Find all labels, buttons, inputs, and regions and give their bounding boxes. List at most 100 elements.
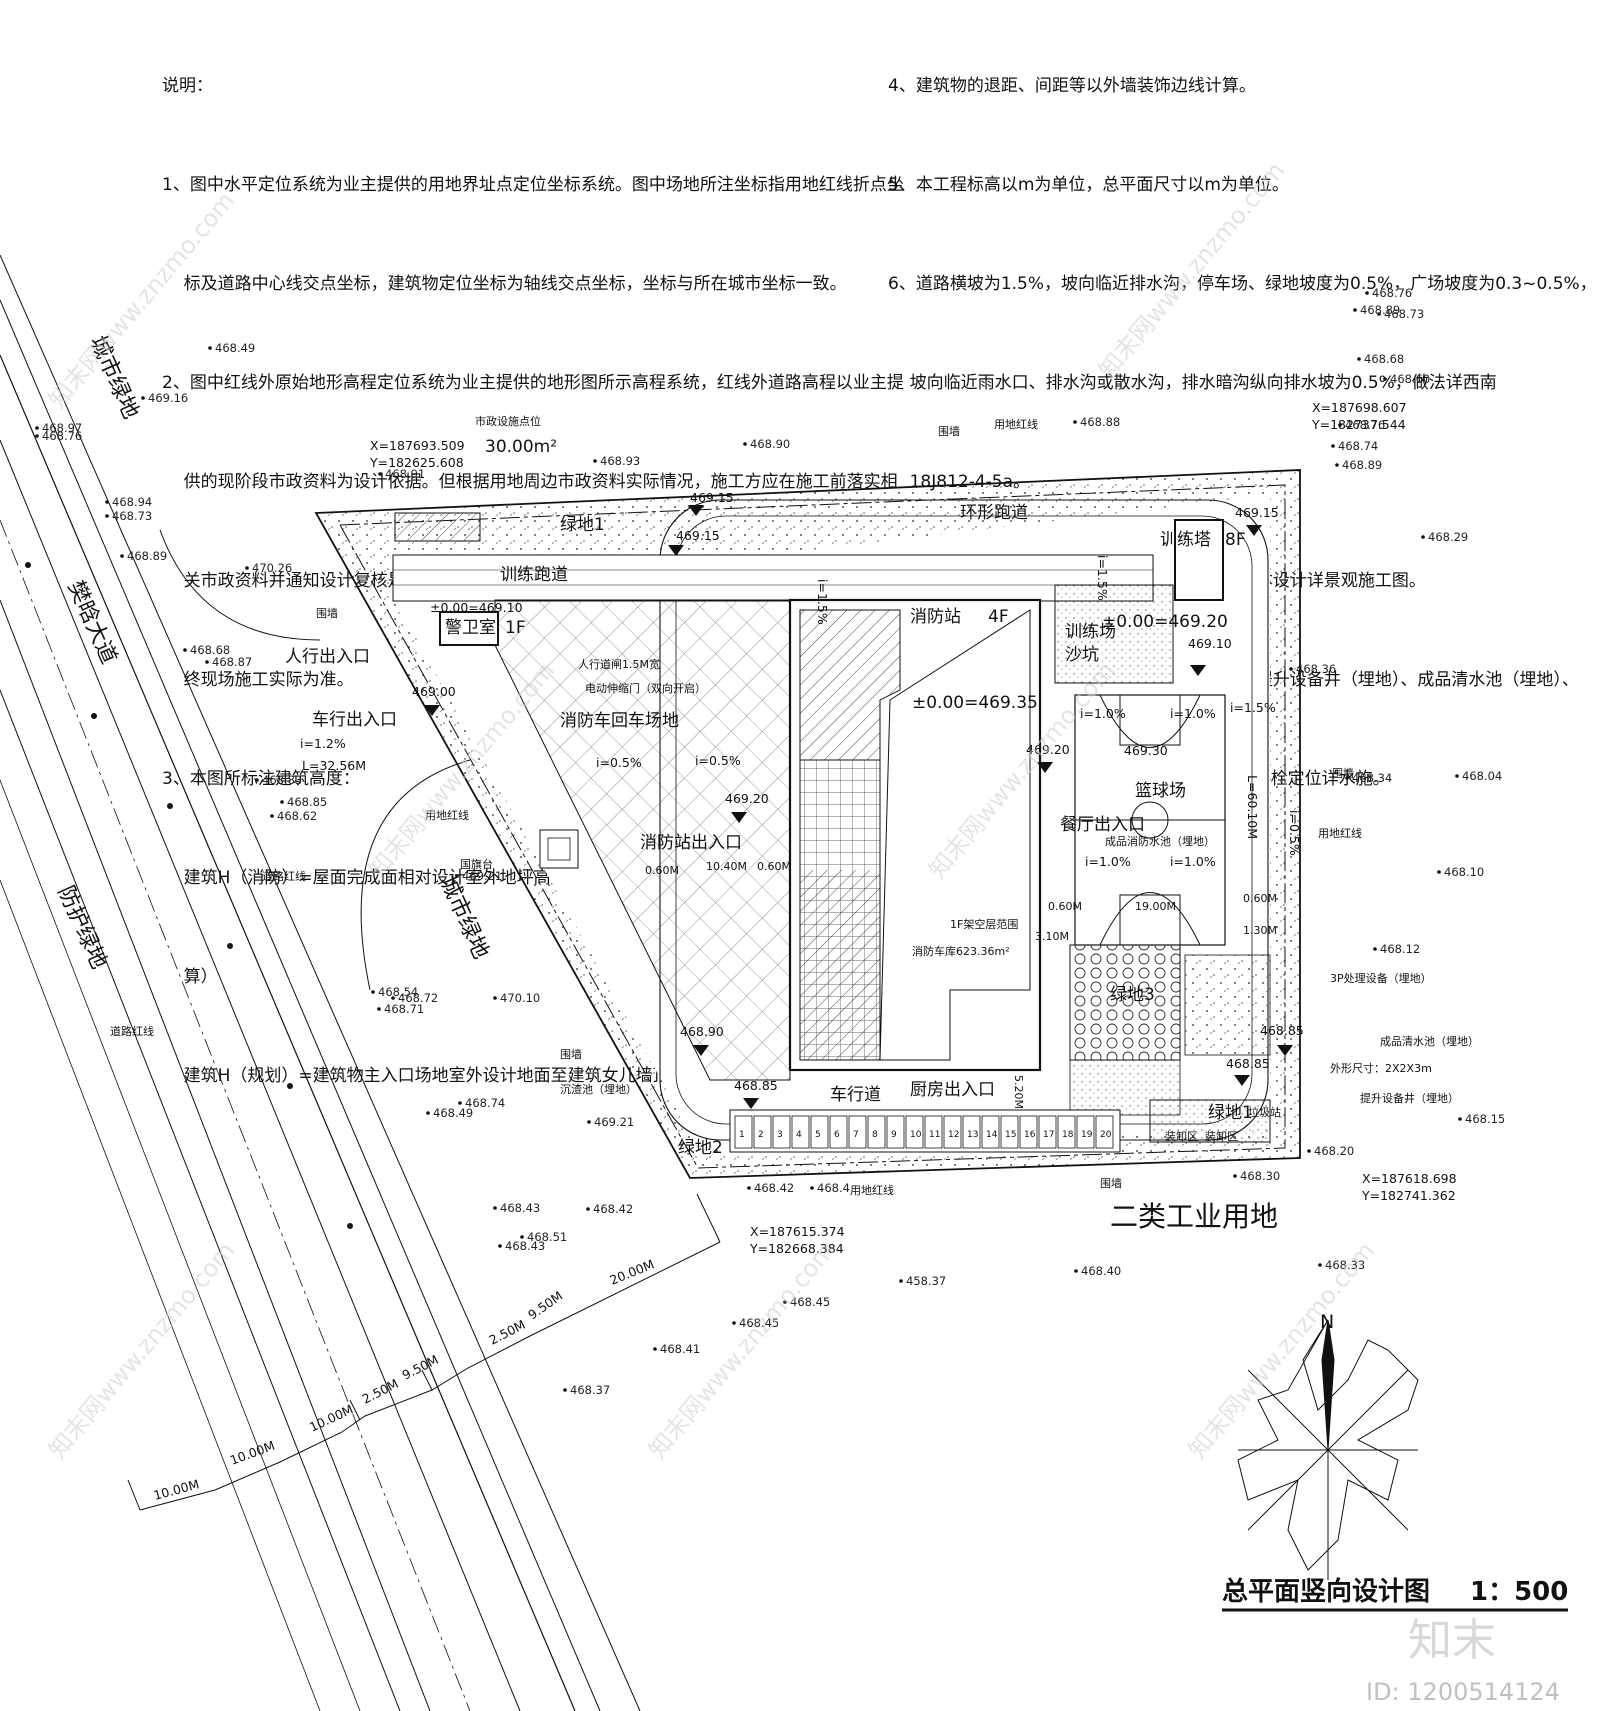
- parking-number: 14: [986, 1130, 998, 1140]
- spot-elevation-dot: [245, 566, 249, 570]
- spot-elevation-dot: [377, 1007, 381, 1011]
- parking-number: 4: [796, 1130, 802, 1140]
- label-road-redline-2: 道路红线: [110, 1024, 154, 1038]
- coord-c4-x: X=187615.374: [750, 1224, 845, 1239]
- design-elev-3: 469.15: [1235, 505, 1279, 520]
- spot-elevation-label: 468.54: [378, 985, 418, 999]
- parking-stall: [1019, 1115, 1038, 1149]
- spot-elevation-label: 468.45: [739, 1316, 779, 1330]
- slope-i: i=1.5%: [1230, 700, 1276, 715]
- label-station: 消防站: [910, 607, 961, 627]
- parking-number: 15: [1005, 1130, 1016, 1140]
- spot-elevation-label: 468.45: [790, 1295, 830, 1309]
- parking-stall: [1076, 1115, 1095, 1149]
- spot-elevations: 468.49469.16468.97468.76468.94468.73468.…: [35, 286, 1505, 1397]
- parking-stall: [1000, 1115, 1019, 1149]
- spot-elevation-label: 468.74: [465, 1096, 505, 1110]
- plan-labels: 城市绿地 樊晗大道 防护绿地 城市绿地 二类工业用地 绿地1 绿地1 绿地2 绿…: [53, 332, 1479, 1503]
- spot-elevation-dot: [1073, 420, 1077, 424]
- dim-5: 2.50M: [360, 1376, 401, 1407]
- spot-elevation-label: 468.30: [1240, 1169, 1280, 1183]
- spot-elevation-dot: [205, 660, 209, 664]
- spot-elevation-label: 468.15: [1465, 1112, 1505, 1126]
- spot-elevation-dot: [593, 459, 597, 463]
- spot-elevation-label: 468.49: [215, 341, 255, 355]
- coord-c3-x: X=187618.698: [1362, 1171, 1457, 1186]
- parking-stall: [886, 1115, 905, 1149]
- label-ped-entry: 人行出入口: [285, 647, 370, 667]
- label-station-floor: 4F: [988, 607, 1009, 627]
- spot-elevation-label: 469.21: [462, 869, 502, 883]
- label-redline-left: 用地红线: [425, 808, 469, 822]
- label-wall-right: 围墙: [1332, 766, 1354, 780]
- spot-elevation-dot: [1345, 776, 1349, 780]
- design-elev-11: 468.85: [1226, 1056, 1270, 1071]
- design-elev-7: 469.20: [1026, 742, 1070, 757]
- slope-g: i=1.0%: [1085, 854, 1131, 869]
- parking-number: 11: [929, 1130, 940, 1140]
- level-guard: ±0.00=469.10: [430, 600, 523, 615]
- spot-elevation-label: 468.89: [1342, 458, 1382, 472]
- parking-stall: [829, 1115, 848, 1149]
- label-protect-green: 防护绿地: [53, 882, 112, 973]
- dim-2: 9.50M: [525, 1288, 565, 1322]
- label-basketball: 篮球场: [1135, 781, 1186, 801]
- parking-stall: [734, 1115, 753, 1149]
- parking-stall: [905, 1115, 924, 1149]
- label-elec-gate: 电动伸缩门（双向开启）: [585, 681, 706, 695]
- spot-elevation-dot: [371, 990, 375, 994]
- design-elev-9: 468.90: [680, 1024, 724, 1039]
- slope-d: i=0.5%: [596, 755, 642, 770]
- spot-elevation-label: 468.89: [1360, 303, 1400, 317]
- spot-elevation-dot: [1335, 463, 1339, 467]
- slope-b: i=1.5%: [1095, 555, 1110, 601]
- level-station: ±0.00=469.35: [912, 693, 1038, 713]
- watermark-site: 知末网www.znzmo.com: [43, 1237, 240, 1464]
- label-clear-size: 外形尺寸：2X2X3m: [1330, 1061, 1432, 1075]
- label-city-green-2: 城市绿地: [435, 872, 494, 963]
- spot-elevation-dot: [1353, 308, 1357, 312]
- label-green3: 绿地3: [1110, 985, 1155, 1005]
- spot-elevation-label: 470.26: [252, 561, 292, 575]
- spot-elevation-dot: [458, 1101, 462, 1105]
- label-clear-pool: 成品清水池（埋地）: [1380, 1035, 1479, 1048]
- slope-a: i=1.5%: [815, 579, 830, 625]
- label-green1b: 绿地1: [1208, 1103, 1253, 1123]
- note-line: 终现场施工实际为准。: [162, 670, 354, 690]
- spot-elevation-dot: [1331, 444, 1335, 448]
- label-kitchen-exit: 厨房出入口: [910, 1080, 995, 1100]
- label-fire-pool: 成品消防水池（埋地）: [1105, 834, 1215, 848]
- slope-veh-len: L=32.56M: [302, 758, 366, 773]
- spot-elevation-label: 468.20: [1314, 1144, 1354, 1158]
- note-line: 4、建筑物的退距、间距等以外墙装饰边线计算。: [888, 76, 1256, 96]
- parking-number: 7: [853, 1130, 859, 1140]
- spot-elevation-label: 468.60: [1390, 372, 1430, 386]
- watermark-site: 知末网www.znzmo.com: [1093, 157, 1290, 384]
- label-road-redline-1: 道路红线: [262, 869, 306, 883]
- note-line: 2、图中红线外原始地形高程定位系统为业主提供的地形图所示高程系统，红线外道路高程…: [162, 373, 904, 393]
- label-tower: 训练塔: [1160, 530, 1211, 550]
- note-line: 1、图中水平定位系统为业主提供的用地界址点定位坐标系统。图中场地所注坐标指用地红…: [162, 175, 904, 195]
- parking-number: 9: [891, 1130, 897, 1140]
- spot-elevation-label: 468.72: [398, 991, 438, 1005]
- parking-stall: [848, 1115, 867, 1149]
- spot-elevation-label: 469.21: [594, 1115, 634, 1129]
- note-line: 坡向临近雨水口、排水沟或散水沟，排水暗沟纵向排水坡为0.5%，做法详西南: [888, 373, 1497, 393]
- label-green1: 绿地1: [560, 515, 605, 535]
- label-veh-entry: 车行出入口: [312, 710, 397, 730]
- design-elev-6: 469.20: [725, 791, 769, 806]
- dimension-line: [127, 1193, 721, 1511]
- spot-elevation-dot: [1233, 1174, 1237, 1178]
- parking-number: 5: [815, 1130, 821, 1140]
- spot-elevation-dot: [35, 426, 39, 430]
- slope-veh: i=1.2%: [300, 736, 346, 751]
- spot-elevation-dot: [493, 1206, 497, 1210]
- spot-elevation-dot: [120, 554, 124, 558]
- spot-elevation-dot: [587, 1120, 591, 1124]
- spot-elevation-dot: [1437, 870, 1441, 874]
- label-loop-track: 环形跑道: [960, 503, 1028, 523]
- spot-elevation-dot: [1307, 1149, 1311, 1153]
- drawing-title-block: 总平面竖向设计图 1：500 N: [1222, 1311, 1568, 1612]
